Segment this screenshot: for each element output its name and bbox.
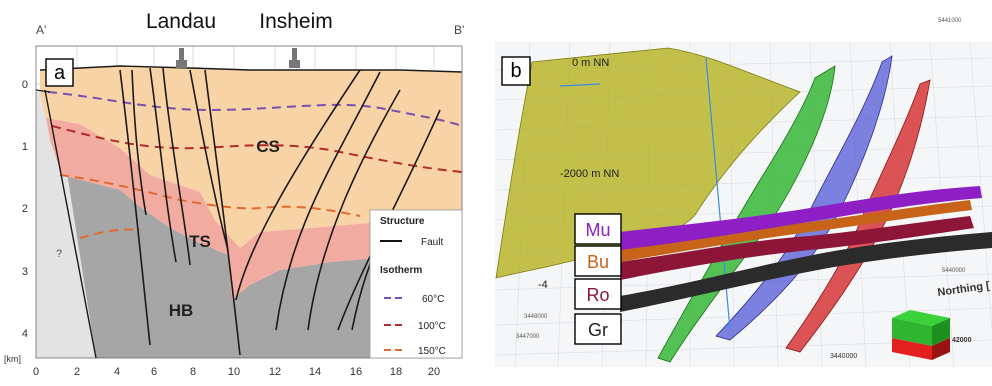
- plot-frame: [35, 45, 463, 359]
- x-tick: 0: [33, 366, 39, 378]
- layer-label-gr: Gr: [574, 313, 622, 345]
- x-tick: 6: [151, 366, 157, 378]
- basement-block: [36, 90, 96, 358]
- legend-isotherm-title: Isotherm: [380, 265, 422, 276]
- legend-iso-60-label: 60°C: [422, 294, 444, 305]
- isotherm-100-line: [51, 125, 463, 173]
- depth-0-label: 0 m NN: [572, 57, 609, 69]
- svg-text:Ro: Ro: [586, 285, 609, 305]
- legend-fault-label: Fault: [421, 237, 443, 248]
- basement-boundary: [35, 89, 51, 93]
- legend-structure-title: Structure: [380, 216, 425, 227]
- easting-label: 3440000: [830, 353, 857, 360]
- svg-text:Gr: Gr: [588, 320, 608, 340]
- depth-2000-label: -2000 m NN: [560, 168, 619, 180]
- legend-iso-150-label: 150°C: [418, 346, 446, 357]
- ts-layer: [46, 118, 462, 300]
- insheim-rig-icon: [289, 48, 300, 68]
- model-3d-panel: 0 m NN -2000 m NN -4 Northing [ 3440000 …: [490, 0, 992, 381]
- panel-a-badge-label: a: [54, 62, 66, 84]
- coord-small-label: 42000: [952, 337, 972, 344]
- panel-b-badge: [501, 56, 531, 86]
- cs-unit-label: CS: [256, 137, 280, 156]
- svg-text:Mu: Mu: [585, 220, 610, 240]
- ro-layer-surface: [620, 216, 974, 280]
- y-unit-label: [km]: [4, 354, 21, 364]
- town-landau-label: Landau: [146, 10, 216, 33]
- cs-layer: [40, 66, 462, 248]
- corner-label-b: B': [454, 23, 464, 37]
- y-tick: 4: [22, 328, 28, 340]
- coord-left-1: 3448000: [524, 314, 548, 320]
- y-tick: 0: [22, 79, 28, 91]
- x-tick: 12: [269, 366, 281, 378]
- ts-unit-label: TS: [189, 232, 211, 251]
- town-insheim-label: Insheim: [259, 10, 333, 33]
- y-tick: 2: [22, 203, 28, 215]
- x-tick: 4: [114, 366, 120, 378]
- corner-label-a: A': [36, 23, 46, 37]
- panel-a-badge: [45, 58, 74, 87]
- blue-fault-surface: [715, 55, 893, 341]
- basement-fault: [44, 89, 97, 359]
- x-tick: 20: [428, 366, 440, 378]
- x-axis-ticks: 0 2 4 6 8 10 12 14 16 18 20: [33, 366, 440, 378]
- legend: Structure Fault Isotherm 60°C 100°C 150°…: [369, 209, 463, 359]
- x-tick: 14: [309, 366, 321, 378]
- model-3d-figure: 0 m NN -2000 m NN -4 Northing [ 3440000 …: [494, 18, 992, 368]
- coord-right-2: 5441000: [938, 18, 962, 24]
- gr-layer-surface: [620, 232, 992, 312]
- mu-layer-surface: [620, 186, 982, 250]
- x-tick: 16: [350, 366, 362, 378]
- cross-section-panel: a A' B' Landau Insheim CS TS HB ? 0 1 2 …: [0, 0, 480, 381]
- landau-rig-icon: [176, 48, 187, 68]
- y-axis-ticks: 0 1 2 3 4: [22, 79, 28, 340]
- svg-text:Bu: Bu: [587, 252, 609, 272]
- depth-4000-label: -4: [538, 279, 548, 291]
- hb-unit-label: HB: [169, 301, 194, 320]
- orientation-cube-icon: [892, 310, 950, 360]
- panel-b-badge-label: b: [510, 60, 521, 82]
- x-tick: 8: [190, 366, 196, 378]
- legend-box: [369, 209, 463, 359]
- surface-line: [39, 65, 463, 73]
- layer-label-ro: Ro: [574, 278, 622, 310]
- bu-layer-surface: [620, 200, 972, 262]
- isotherm-60-line: [47, 91, 463, 127]
- hb-layer: [62, 160, 462, 358]
- unknown-marker: ?: [56, 248, 62, 260]
- legend-iso-100-label: 100°C: [418, 321, 446, 332]
- well-trace-2: [559, 83, 601, 87]
- x-tick: 18: [390, 366, 402, 378]
- x-tick: 10: [228, 366, 240, 378]
- coord-left-2: 3447000: [516, 334, 540, 340]
- y-tick: 3: [22, 266, 28, 278]
- layer-label-mu: Mu: [574, 213, 622, 245]
- x-tick: 2: [74, 366, 80, 378]
- layer-label-bu: Bu: [574, 245, 622, 277]
- fault-lines: [119, 67, 441, 356]
- red-fault-surface: [785, 79, 931, 353]
- cross-section-figure: a A' B' Landau Insheim CS TS HB ? 0 1 2 …: [4, 10, 464, 378]
- isotherm-150-line: [59, 174, 361, 239]
- coord-right-1: 5440000: [942, 268, 966, 274]
- y-tick: 1: [22, 141, 28, 153]
